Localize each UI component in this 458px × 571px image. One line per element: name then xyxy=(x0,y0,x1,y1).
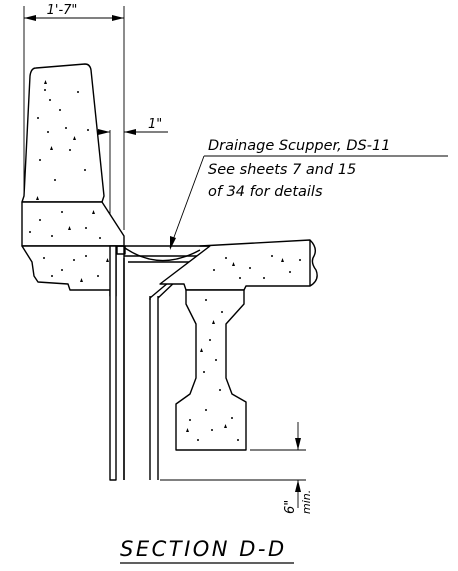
offset-label: 1" xyxy=(148,117,162,132)
top-width-label: 1'-7" xyxy=(47,3,78,18)
offset-dimension: 1" xyxy=(84,117,168,228)
callout-line-1: Drainage Scupper, DS-11 xyxy=(208,138,390,154)
vertical-wall xyxy=(109,245,159,481)
prestressed-girder xyxy=(175,289,247,451)
clearance-value: 6" xyxy=(283,500,298,514)
section-title-text: SECTION D-D xyxy=(120,537,287,561)
callout-line-3: of 34 for details xyxy=(208,184,323,200)
barrier-parapet xyxy=(21,63,125,247)
deck-overhang xyxy=(21,245,117,297)
clearance-dimension: 6" min. xyxy=(160,422,313,514)
clearance-note: min. xyxy=(300,490,313,514)
deck-slab xyxy=(159,239,318,291)
callout-line-2: See sheets 7 and 15 xyxy=(208,162,356,178)
section-title: SECTION D-D xyxy=(120,537,294,564)
scupper-callout: Drainage Scupper, DS-11 See sheets 7 and… xyxy=(169,138,448,250)
